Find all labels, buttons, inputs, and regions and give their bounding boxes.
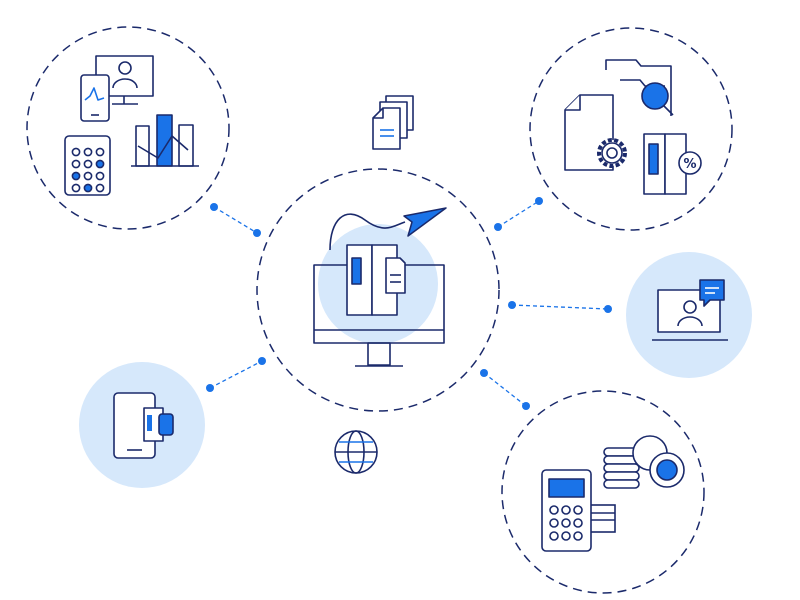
coin-stack-icon xyxy=(603,435,685,489)
flight-path-line xyxy=(329,213,406,251)
gear-icon xyxy=(597,138,627,168)
connectors xyxy=(206,197,612,410)
folder-search-icon xyxy=(605,59,674,116)
bar-chart-icon xyxy=(131,114,199,167)
document-stack-icon xyxy=(372,95,414,150)
top-left-node xyxy=(26,26,230,230)
right-node xyxy=(626,252,752,378)
tablet-chart-icon xyxy=(80,74,110,122)
connector-right xyxy=(508,301,612,313)
calculator-icon xyxy=(64,135,111,196)
video-chat-icon xyxy=(652,279,728,341)
top-right-node: % xyxy=(529,27,733,231)
connector-top-right xyxy=(494,197,543,231)
pos-terminal-icon xyxy=(541,469,592,552)
connector-bottom-left xyxy=(206,357,266,392)
center-node xyxy=(256,168,500,412)
globe-icon xyxy=(334,430,378,474)
connector-top-left xyxy=(210,203,261,237)
paper-plane-icon xyxy=(403,207,447,237)
percent-glyph: % xyxy=(683,157,696,172)
connector-bottom-right xyxy=(480,369,530,410)
mobile-card-payment-icon xyxy=(113,392,174,459)
bottom-left-node xyxy=(79,362,205,488)
binder-percent-icon: % xyxy=(643,133,702,195)
bottom-right-node xyxy=(501,390,705,594)
binders-icon xyxy=(346,244,406,316)
